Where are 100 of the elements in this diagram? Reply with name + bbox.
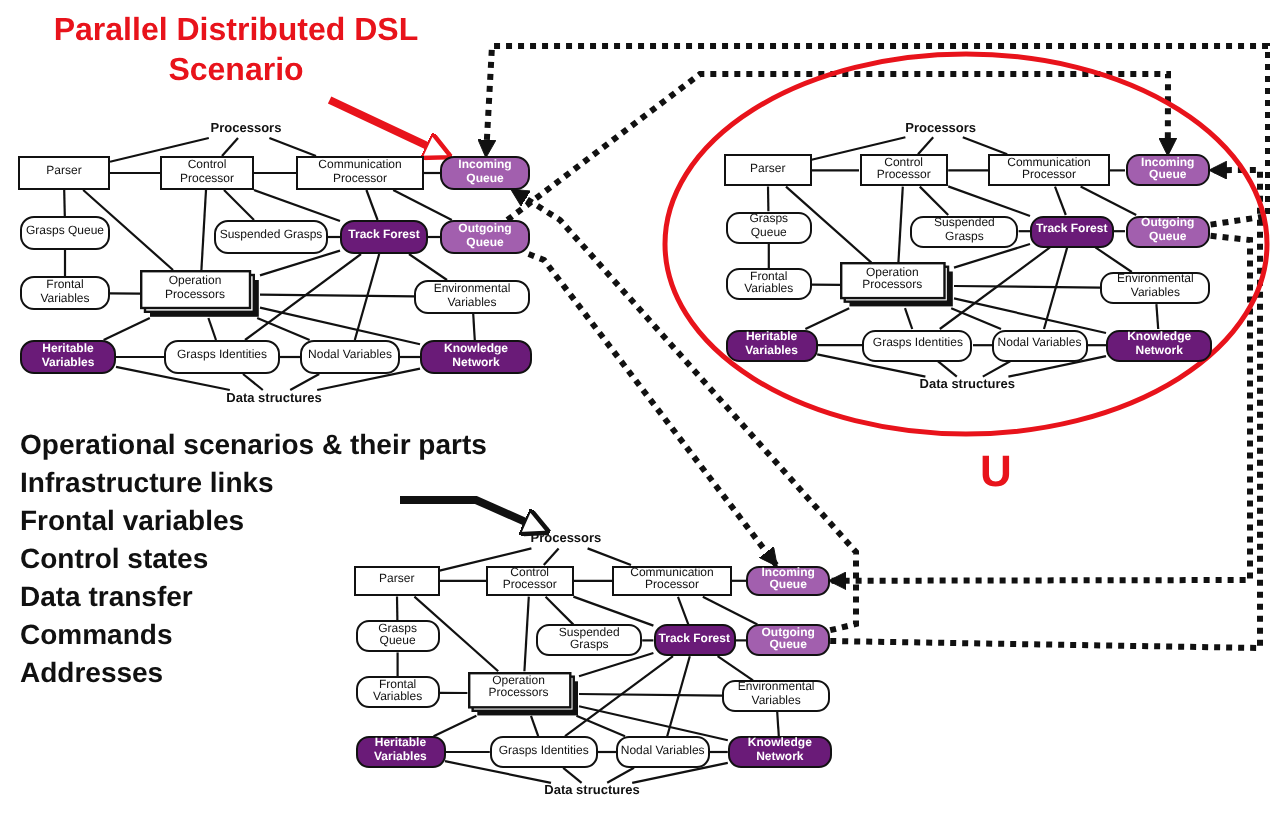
connector-line — [919, 185, 949, 216]
connector-line — [917, 136, 934, 155]
data-pill — [536, 624, 643, 657]
data-pill — [726, 211, 812, 244]
connector-line — [254, 171, 296, 175]
connector-line — [947, 185, 1031, 218]
connector-line — [207, 317, 218, 341]
stacked-processor-box — [840, 262, 954, 309]
list-item: Frontal variables — [20, 502, 245, 540]
list-item: Infrastructure links — [20, 464, 274, 502]
data-pill — [355, 736, 446, 768]
connector-line — [766, 186, 770, 212]
connector-line — [717, 655, 754, 682]
connector-line — [785, 185, 873, 264]
ellipse-label: U — [980, 448, 1012, 496]
processor-box — [160, 156, 254, 190]
data-pill — [727, 736, 832, 768]
connector-line — [1080, 185, 1137, 216]
connector-line — [200, 189, 208, 271]
title-text: Parallel Distributed DSL Scenario — [51, 12, 421, 92]
connector-line — [948, 169, 989, 172]
connector-line — [392, 189, 453, 221]
connector-line — [395, 596, 399, 621]
connector-line — [937, 360, 958, 378]
connector-line — [1109, 169, 1125, 172]
processor-box — [18, 156, 110, 190]
connector-line — [115, 365, 230, 392]
connector-line — [328, 235, 340, 239]
hollow-arrow — [400, 496, 552, 537]
connector-line — [110, 292, 140, 295]
connector-line — [256, 317, 311, 341]
connector-line — [544, 596, 575, 626]
connector-line — [953, 297, 1107, 335]
connector-line — [433, 714, 477, 738]
data-pill — [355, 620, 440, 653]
connector-line — [811, 169, 859, 172]
connector-line — [439, 579, 486, 582]
queue-pill — [1125, 215, 1211, 248]
list-item: Commands — [20, 616, 173, 654]
connector-line — [897, 186, 904, 263]
hollow-arrow — [327, 96, 454, 161]
connector-line — [1053, 186, 1067, 216]
processor-box — [353, 565, 440, 597]
connector-line — [811, 283, 840, 286]
connector-line — [735, 639, 747, 642]
connector-line — [903, 307, 914, 330]
data-pill — [992, 329, 1087, 362]
connector-line — [776, 711, 780, 737]
connector-line — [767, 243, 770, 269]
connector-line — [408, 253, 448, 281]
connector-line — [353, 253, 381, 341]
processor-box — [486, 565, 574, 597]
connector-line — [642, 639, 654, 642]
queue-pill — [1125, 154, 1211, 187]
connector-line — [110, 171, 160, 175]
connector-line — [445, 750, 490, 754]
connector-line — [439, 547, 532, 572]
connector-line — [444, 760, 552, 784]
connector-line — [817, 344, 863, 347]
connector-line — [631, 761, 729, 784]
connector-line — [413, 595, 499, 673]
stacked-processor-box — [467, 671, 579, 716]
data-pill — [420, 340, 532, 374]
connector-line — [575, 714, 626, 738]
connector-line — [223, 189, 255, 221]
connector-line — [316, 367, 421, 392]
data-pill — [20, 276, 110, 310]
list-item: Addresses — [20, 654, 164, 692]
connector-line — [1155, 304, 1160, 330]
queue-pill — [746, 624, 831, 657]
connector-line — [666, 655, 691, 737]
connector-line — [564, 655, 674, 738]
connector-line — [939, 246, 1051, 330]
connector-line — [542, 547, 560, 566]
connector-line — [280, 355, 300, 359]
data-pill — [300, 340, 400, 374]
data-pill — [489, 736, 598, 768]
connector-line — [606, 766, 635, 784]
connector-line — [573, 579, 613, 582]
connector-line — [587, 547, 632, 567]
connector-line — [709, 750, 728, 754]
data-pill — [340, 220, 428, 254]
connector-line — [973, 344, 992, 347]
list-item: Control states — [20, 540, 209, 578]
data-pill — [20, 340, 116, 374]
connector-line — [950, 307, 1002, 330]
data-pill — [722, 680, 831, 712]
connector-line — [954, 284, 1101, 289]
dotted-arrow — [830, 160, 1263, 652]
connector-line — [982, 360, 1011, 378]
connector-line — [597, 750, 617, 754]
connector-line — [573, 595, 654, 627]
connector-line — [396, 652, 399, 677]
connector-line — [578, 651, 654, 678]
data-pill — [862, 329, 973, 362]
connector-line — [259, 306, 421, 346]
processor-box — [859, 154, 949, 187]
data-pill — [164, 340, 280, 374]
connector-line — [676, 596, 690, 625]
list-item: Data transfer — [20, 578, 193, 616]
